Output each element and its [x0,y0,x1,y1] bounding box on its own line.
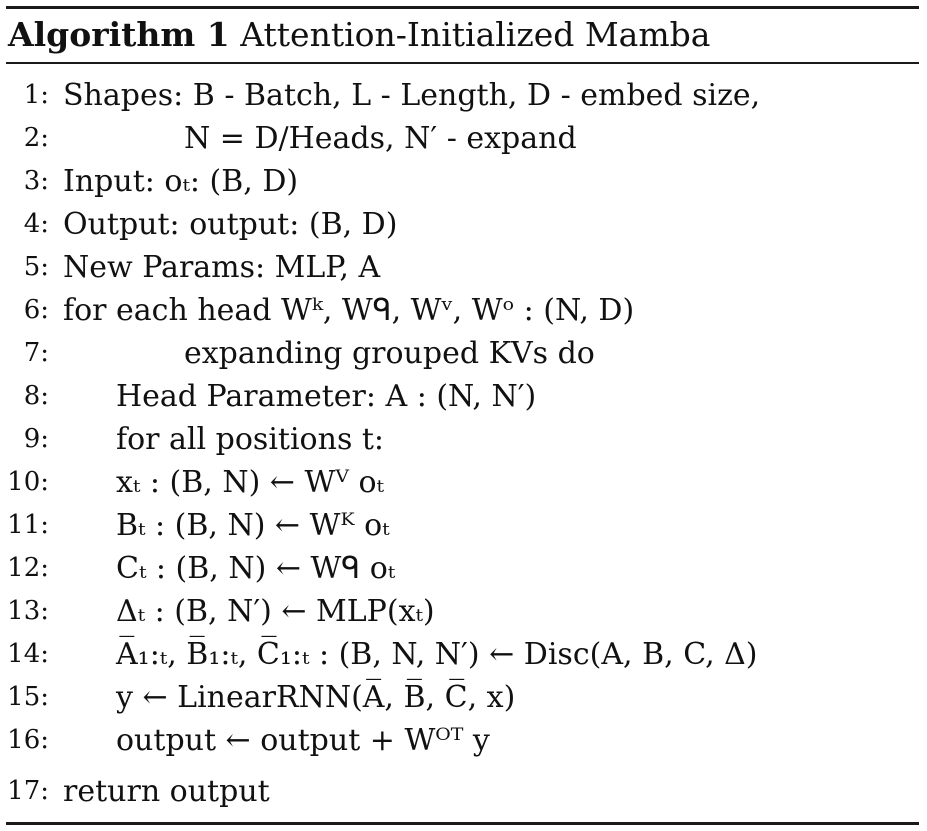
line-text: expanding grouped KVs do [184,336,595,371]
line-number: 3: [23,166,49,196]
line-text: for each head Wᵏ, Wᑫ, Wᵛ, Wᵒ : (N, D) [63,293,635,328]
line-text: return output [63,774,270,809]
line-number: 11: [7,510,49,540]
line-text: Bₜ : (B, N) ← Wᴷ oₜ [116,508,390,543]
line-text: Head Parameter: A : (N, N′) [116,379,537,414]
line-number: 4: [23,209,49,239]
algorithm-caption: Algorithm 1 Attention-Initialized Mamba [8,10,710,60]
line-number: 9: [23,424,49,454]
line-text: Δₜ : (B, N′) ← MLP(xₜ) [116,594,435,629]
line-number: 8: [23,381,49,411]
line-number: 5: [23,252,49,282]
line-text: output ← output + Wᴼᵀ y [116,723,490,758]
line-number: 14: [7,639,49,669]
algorithm-title: Attention-Initialized Mamba [240,15,711,54]
line-text: y ← LinearRNN(A̅, B̅, C̅, x) [116,680,516,715]
line-number: 6: [23,295,49,325]
algorithm-label: Algorithm 1 [8,15,230,54]
line-number: 1: [23,80,49,110]
line-text: N = D/Heads, N′ - expand [184,121,577,156]
line-number: 12: [7,553,49,583]
line-number: 13: [7,596,49,626]
top-rule [6,6,919,9]
bottom-rule [6,822,919,825]
line-number: 17: [7,776,49,806]
line-text: New Params: MLP, A [63,250,381,285]
line-text: for all positions t: [116,422,385,457]
line-text: xₜ : (B, N) ← Wⱽ oₜ [116,465,384,500]
line-text: Output: output: (B, D) [63,207,398,242]
line-number: 15: [7,682,49,712]
line-text: A̅₁:ₜ, B̅₁:ₜ, C̅₁:ₜ : (B, N, N′) ← Disc(… [116,637,758,672]
line-text: Input: oₜ: (B, D) [63,164,299,199]
line-number: 7: [23,338,49,368]
line-number: 10: [7,467,49,497]
caption-rule [6,62,919,64]
line-number: 16: [7,725,49,755]
line-text: Cₜ : (B, N) ← Wᑫ oₜ [116,551,396,586]
line-number: 2: [23,123,49,153]
line-text: Shapes: B - Batch, L - Length, D - embed… [63,78,761,113]
